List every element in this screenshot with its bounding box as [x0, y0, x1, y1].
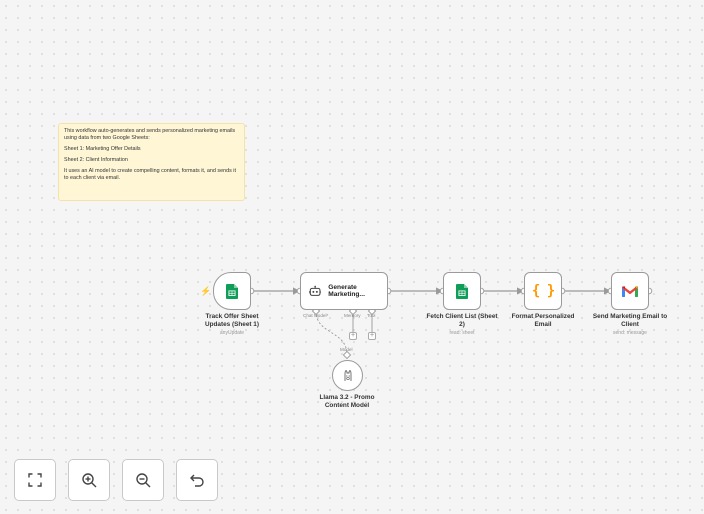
zoom-in-icon: [81, 472, 96, 487]
code-braces-icon: { }: [531, 283, 555, 299]
zoom-out-icon: [135, 472, 150, 487]
port-label-memory: Memory: [344, 313, 361, 318]
trigger-bolt-icon: ⚡: [200, 286, 212, 296]
google-sheets-icon: [226, 283, 238, 299]
node-title-fetch: Fetch Client List (Sheet 2): [426, 313, 498, 328]
port-label-tool: Tool: [367, 313, 376, 318]
robot-icon: [309, 285, 322, 296]
node-send-email[interactable]: [611, 272, 649, 310]
add-memory-button[interactable]: +: [349, 332, 357, 340]
gmail-icon: [622, 286, 638, 297]
sticky-text-sheet1: Sheet 1: Marketing Offer Details: [64, 146, 141, 152]
node-llama-model[interactable]: [332, 360, 363, 391]
fit-view-button[interactable]: [14, 459, 56, 501]
node-sub-send: send: message: [613, 330, 647, 336]
agent-title: Generate Marketing...: [328, 283, 365, 299]
llama-icon: [344, 369, 351, 381]
node-track-offer-sheet[interactable]: [213, 272, 251, 310]
sticky-note[interactable]: This workflow auto-generates and sends p…: [58, 123, 245, 201]
node-title-track-offer: Track Offer Sheet Updates (Sheet 1): [205, 313, 259, 328]
node-fetch-client-list[interactable]: [443, 272, 481, 310]
add-tool-button[interactable]: +: [368, 332, 376, 340]
sticky-text-intro: This workflow auto-generates and sends p…: [64, 128, 236, 141]
port-label-chat-model: Chat Model*: [303, 313, 329, 318]
reset-zoom-button[interactable]: [176, 459, 218, 501]
node-sub-fetch: read: sheet: [449, 330, 475, 336]
node-title-send: Send Marketing Email to Client: [592, 313, 668, 328]
node-title-format: Format Personalized Email: [511, 313, 575, 328]
node-format-email[interactable]: { }: [524, 272, 562, 310]
node-title-llama: Llama 3.2 - Promo Content Model: [319, 394, 375, 409]
sticky-text-description: It uses an AI model to create compelling…: [64, 168, 236, 181]
model-output-port: [342, 350, 352, 360]
connection-model-agent: [315, 310, 348, 356]
zoom-out-button[interactable]: [122, 459, 164, 501]
google-sheets-icon: [456, 283, 468, 299]
sticky-text-sheet2: Sheet 2: Client Information: [64, 157, 128, 163]
zoom-in-button[interactable]: [68, 459, 110, 501]
fullscreen-icon: [28, 473, 42, 487]
node-sub-track-offer: anyUpdate: [219, 330, 245, 336]
port-label-model: Model: [340, 347, 353, 352]
undo-icon: [190, 474, 204, 487]
node-generate-marketing[interactable]: Generate Marketing...: [300, 272, 388, 310]
